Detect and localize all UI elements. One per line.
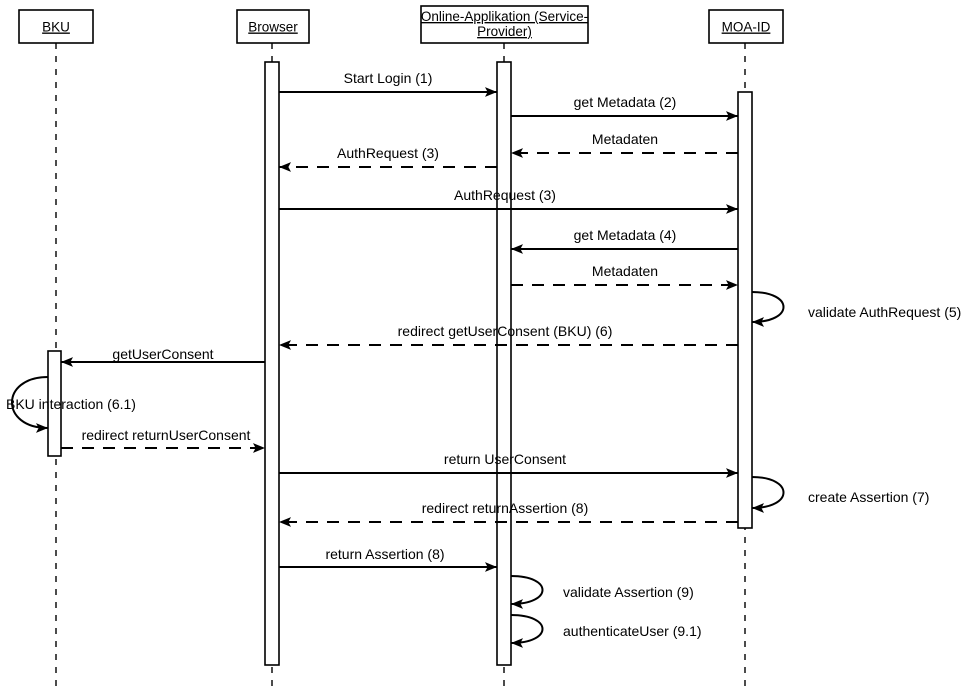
activation-bar-oa[interactable] <box>496 61 512 666</box>
participant-header-moaid[interactable]: MOA-ID <box>708 9 784 44</box>
self-message-label-5: authenticateUser (9.1) <box>563 623 702 639</box>
messages-layer: Start Login (1) get Metadata (2) Metadaten… <box>61 70 738 572</box>
message-label-3: Metadaten <box>592 131 658 147</box>
message-label-5: AuthRequest (3) <box>454 187 556 203</box>
activation-bar-browser[interactable] <box>264 61 280 666</box>
message-browser-to-moaid[interactable]: return UserConsent <box>279 451 738 478</box>
self-message-arc-3 <box>751 476 785 513</box>
message-moaid-to-oa[interactable]: Metadaten <box>511 131 738 158</box>
message-oa-to-browser[interactable]: AuthRequest (3) <box>279 145 497 172</box>
message-oa-to-moaid[interactable]: get Metadata (2) <box>511 94 738 121</box>
message-label-2: get Metadata (2) <box>574 94 677 110</box>
message-browser-to-oa[interactable]: Start Login (1) <box>279 70 497 97</box>
message-browser-to-oa[interactable]: return Assertion (8) <box>279 546 497 572</box>
participant-box-oa <box>420 5 589 44</box>
self-message-label-1: validate AuthRequest (5) <box>808 304 961 320</box>
message-bku-to-browser[interactable]: redirect returnUserConsent <box>61 427 265 453</box>
self-message-label-4: validate Assertion (9) <box>563 584 694 600</box>
message-label-6: get Metadata (4) <box>574 227 677 243</box>
participant-header-oa[interactable]: Online-Applikation (Service-Provider) <box>420 5 589 44</box>
message-label-12: redirect returnAssertion (8) <box>422 500 589 516</box>
participant-headers-layer: BKU Browser Online-Applikation (Service-Pr… <box>18 5 784 44</box>
self-message-label-3: create Assertion (7) <box>808 489 929 505</box>
message-browser-to-bku[interactable]: getUserConsent <box>61 346 265 367</box>
message-label-8: redirect getUserConsent (BKU) (6) <box>398 323 613 339</box>
participant-box-bku <box>18 9 94 44</box>
participant-label-moaid: MOA-ID <box>722 20 771 35</box>
participant-header-bku[interactable]: BKU <box>18 9 94 44</box>
self-message-oa-4[interactable]: validate Assertion (9) <box>510 575 694 609</box>
message-label-10: redirect returnUserConsent <box>82 427 251 443</box>
self-messages-layer: validate AuthRequest (5) BKU interaction … <box>6 291 961 648</box>
message-moaid-to-browser[interactable]: redirect getUserConsent (BKU) (6) <box>279 323 738 350</box>
message-browser-to-moaid[interactable]: AuthRequest (3) <box>279 187 738 214</box>
participant-label-bku: BKU <box>42 20 70 35</box>
participant-box-moaid <box>708 9 784 44</box>
self-message-oa-5[interactable]: authenticateUser (9.1) <box>510 614 702 648</box>
self-message-bku-2[interactable]: BKU interaction (6.1) <box>6 376 136 433</box>
participant-label-oa-line1: Online-Applikation (Service- <box>421 9 588 24</box>
self-message-arc-5 <box>510 614 544 648</box>
self-message-label-2: BKU interaction (6.1) <box>6 396 136 412</box>
message-label-4: AuthRequest (3) <box>337 145 439 161</box>
self-message-arc-2 <box>11 376 49 433</box>
message-label-1: Start Login (1) <box>344 70 433 86</box>
self-message-moaid-3[interactable]: create Assertion (7) <box>751 476 929 513</box>
activation-bar-moaid[interactable] <box>737 91 753 529</box>
participant-header-browser[interactable]: Browser <box>236 9 310 44</box>
activations-layer <box>47 61 753 666</box>
participant-label-oa-line2: Provider) <box>477 24 532 39</box>
participant-box-browser <box>236 9 310 44</box>
self-message-arc-4 <box>510 575 544 609</box>
message-label-13: return Assertion (8) <box>325 546 444 562</box>
message-label-7: Metadaten <box>592 263 658 279</box>
message-label-9: getUserConsent <box>112 346 213 362</box>
message-moaid-to-browser[interactable]: redirect returnAssertion (8) <box>279 500 738 527</box>
self-message-arc-1 <box>751 291 785 327</box>
self-message-moaid-1[interactable]: validate AuthRequest (5) <box>751 291 961 327</box>
message-label-11: return UserConsent <box>444 451 566 467</box>
message-moaid-to-oa[interactable]: get Metadata (4) <box>511 227 738 254</box>
participant-label-browser: Browser <box>248 20 298 35</box>
message-oa-to-moaid[interactable]: Metadaten <box>511 263 738 290</box>
activation-bar-bku[interactable] <box>47 350 62 457</box>
